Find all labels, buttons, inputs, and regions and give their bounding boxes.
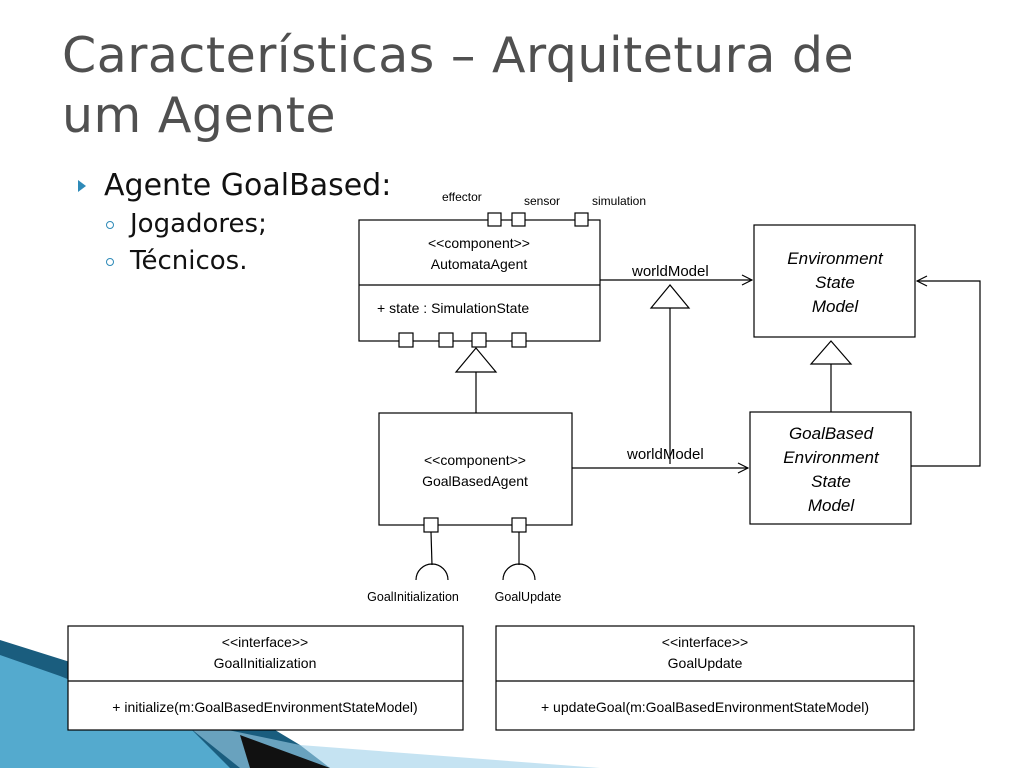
worldmodel-association-top: worldModel [600,263,752,280]
goalbased-agent-box: <<component>> GoalBasedAgent [378,412,573,526]
goal-update-name: GoalUpdate [668,655,743,671]
sub-bullet-tecnicos: Técnicos. [78,244,391,279]
goal-initialization-stereotype: <<interface>> [222,634,308,650]
automata-agent-name: AutomataAgent [431,256,528,272]
goalbased-env-state-model-box: GoalBased Environment State Model [749,411,912,525]
env-model-generalization [809,340,853,412]
env-model-line-3: Model [812,297,860,316]
effector-port [487,212,502,227]
agent-generalization [454,347,498,413]
goal-initialization-socket [415,563,449,581]
bullet-ring-icon [106,221,114,229]
gb-env-model-line-1: GoalBased [789,424,874,443]
association-generalization [649,284,691,464]
automata-agent-box: <<component>> AutomataAgent + state : Si… [358,219,601,342]
automata-agent-bottom-ports [398,332,527,348]
sensor-port [511,212,526,227]
sensor-label: sensor [524,194,560,208]
goal-update-label: GoalUpdate [495,590,562,604]
simulation-port [574,212,589,227]
bullet-arrow-icon [78,180,86,192]
goal-update-socket [502,563,536,581]
interface-goal-initialization-box: <<interface>> GoalInitialization + initi… [67,625,464,731]
sub-bullet-text: Jogadores; [130,209,267,239]
env-model-line-2: State [815,273,855,292]
simulation-label: simulation [592,194,646,208]
goal-update-operation: + updateGoal(m:GoalBasedEnvironmentState… [541,699,869,715]
bullet-agente-goalbased: Agente GoalBased: [78,167,391,205]
automata-agent-top-ports: effector sensor simulation [442,190,646,227]
bullet-list: Agente GoalBased: Jogadores; Técnicos. [78,167,391,279]
automata-agent-stereotype: <<component>> [428,235,530,251]
goal-initialization-label: GoalInitialization [367,590,459,604]
environment-state-model-box: Environment State Model [753,224,916,338]
gb-env-model-line-2: Environment [783,448,880,467]
worldmodel-association-bottom: worldModel [572,446,748,468]
worldmodel-label-bottom: worldModel [626,446,704,463]
goalbased-agent-ports: GoalInitialization GoalUpdate [367,517,562,604]
interface-goal-update-box: <<interface>> GoalUpdate + updateGoal(m:… [495,625,915,731]
env-model-line-1: Environment [787,249,884,268]
slide-title: Características – Arquitetura de um Agen… [62,26,962,146]
goalbased-agent-name: GoalBasedAgent [422,473,528,489]
right-loop-connector [911,281,981,467]
gb-env-model-line-3: State [811,472,851,491]
gb-env-model-line-4: Model [808,496,856,515]
automata-agent-attribute: + state : SimulationState [377,300,529,316]
title-line-2: um Agente [62,87,337,144]
bullet-text: Agente GoalBased: [104,168,392,203]
goal-initialization-operation: + initialize(m:GoalBasedEnvironmentState… [112,699,417,715]
worldmodel-label-top: worldModel [631,263,709,280]
bullet-ring-icon [106,258,114,266]
goal-update-stereotype: <<interface>> [662,634,748,650]
sub-bullet-text: Técnicos. [130,246,248,276]
goal-initialization-name: GoalInitialization [214,655,317,671]
title-line-1: Características – Arquitetura de [62,27,855,84]
effector-label: effector [442,190,482,204]
goalbased-agent-stereotype: <<component>> [424,452,526,468]
sub-bullet-jogadores: Jogadores; [78,207,391,242]
